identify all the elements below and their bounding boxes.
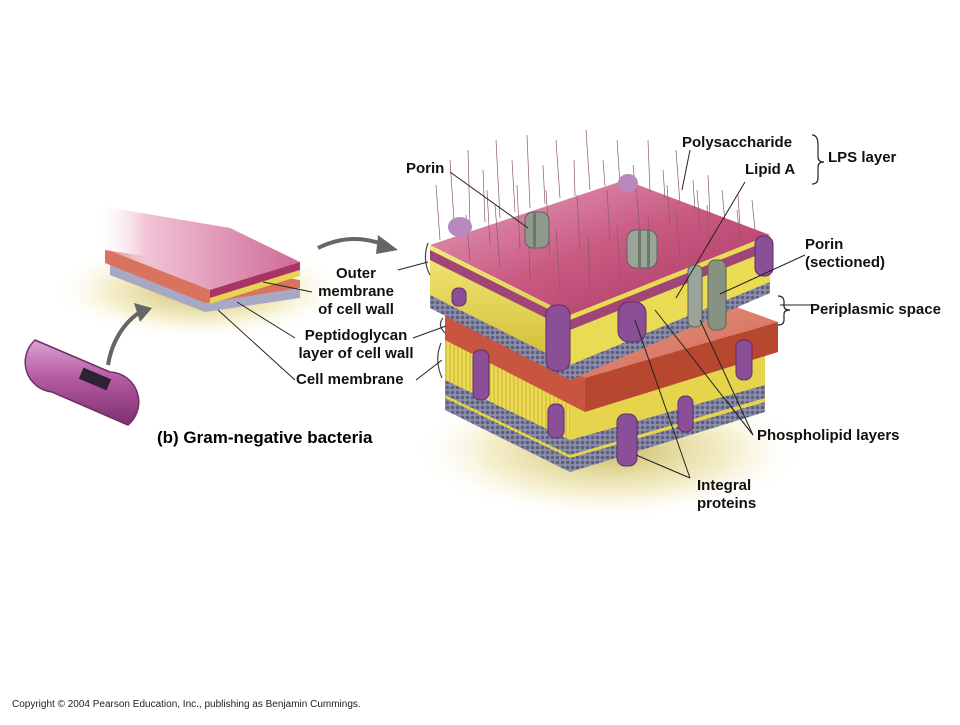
copyright-notice: Copyright © 2004 Pearson Education, Inc.… (12, 699, 361, 710)
label-cell-membrane: Cell membrane (296, 371, 404, 388)
bacterium-cutout-window (78, 367, 112, 391)
porin-sectioned (687, 259, 727, 331)
integral-protein (547, 403, 565, 439)
small-outer-membrane-edge (210, 262, 300, 298)
integral-protein (472, 349, 490, 401)
label-porin: Porin (406, 160, 445, 177)
figure-caption: (b) Gram-negative bacteria (157, 428, 373, 447)
bacterium-rod (24, 339, 140, 426)
label-porin-sectioned: Porin (sectioned) (805, 236, 886, 271)
porin-protein-1 (524, 211, 550, 249)
periplasmic-brace (777, 295, 791, 326)
integral-protein (735, 339, 753, 381)
surface-bump (448, 217, 472, 237)
lps-brace (811, 134, 825, 185)
left-braces (424, 242, 446, 379)
label-lps-layer: LPS layer (828, 149, 897, 166)
curved-arrow-up (106, 303, 152, 366)
surface-bump (618, 174, 638, 192)
label-polysaccharide: Polysaccharide (682, 134, 793, 151)
cell-wall-section-small (50, 205, 350, 340)
label-phospholipid-layers: Phospholipid layers (757, 427, 900, 444)
integral-protein (545, 304, 571, 372)
porin-protein-2 (626, 229, 658, 269)
label-periplasmic-space: Periplasmic space (810, 301, 941, 318)
label-outer-membrane: Outer membrane of cell wall (318, 265, 394, 318)
curved-arrow-right (317, 235, 398, 254)
integral-protein (616, 413, 638, 467)
integral-protein (677, 395, 694, 433)
integral-protein (617, 301, 647, 343)
small-outer-membrane (95, 205, 300, 290)
integral-protein (754, 235, 774, 277)
small-outer-membrane-lipid (210, 270, 300, 304)
leader-lines (217, 149, 815, 479)
label-integral-proteins: Integral proteins (697, 477, 757, 512)
envelope-stack (410, 129, 810, 520)
integral-protein-set (451, 235, 774, 467)
label-lipid-a: Lipid A (745, 161, 796, 178)
integral-protein (451, 287, 467, 307)
label-peptidoglycan: Peptidoglycan layer of cell wall (298, 327, 414, 362)
